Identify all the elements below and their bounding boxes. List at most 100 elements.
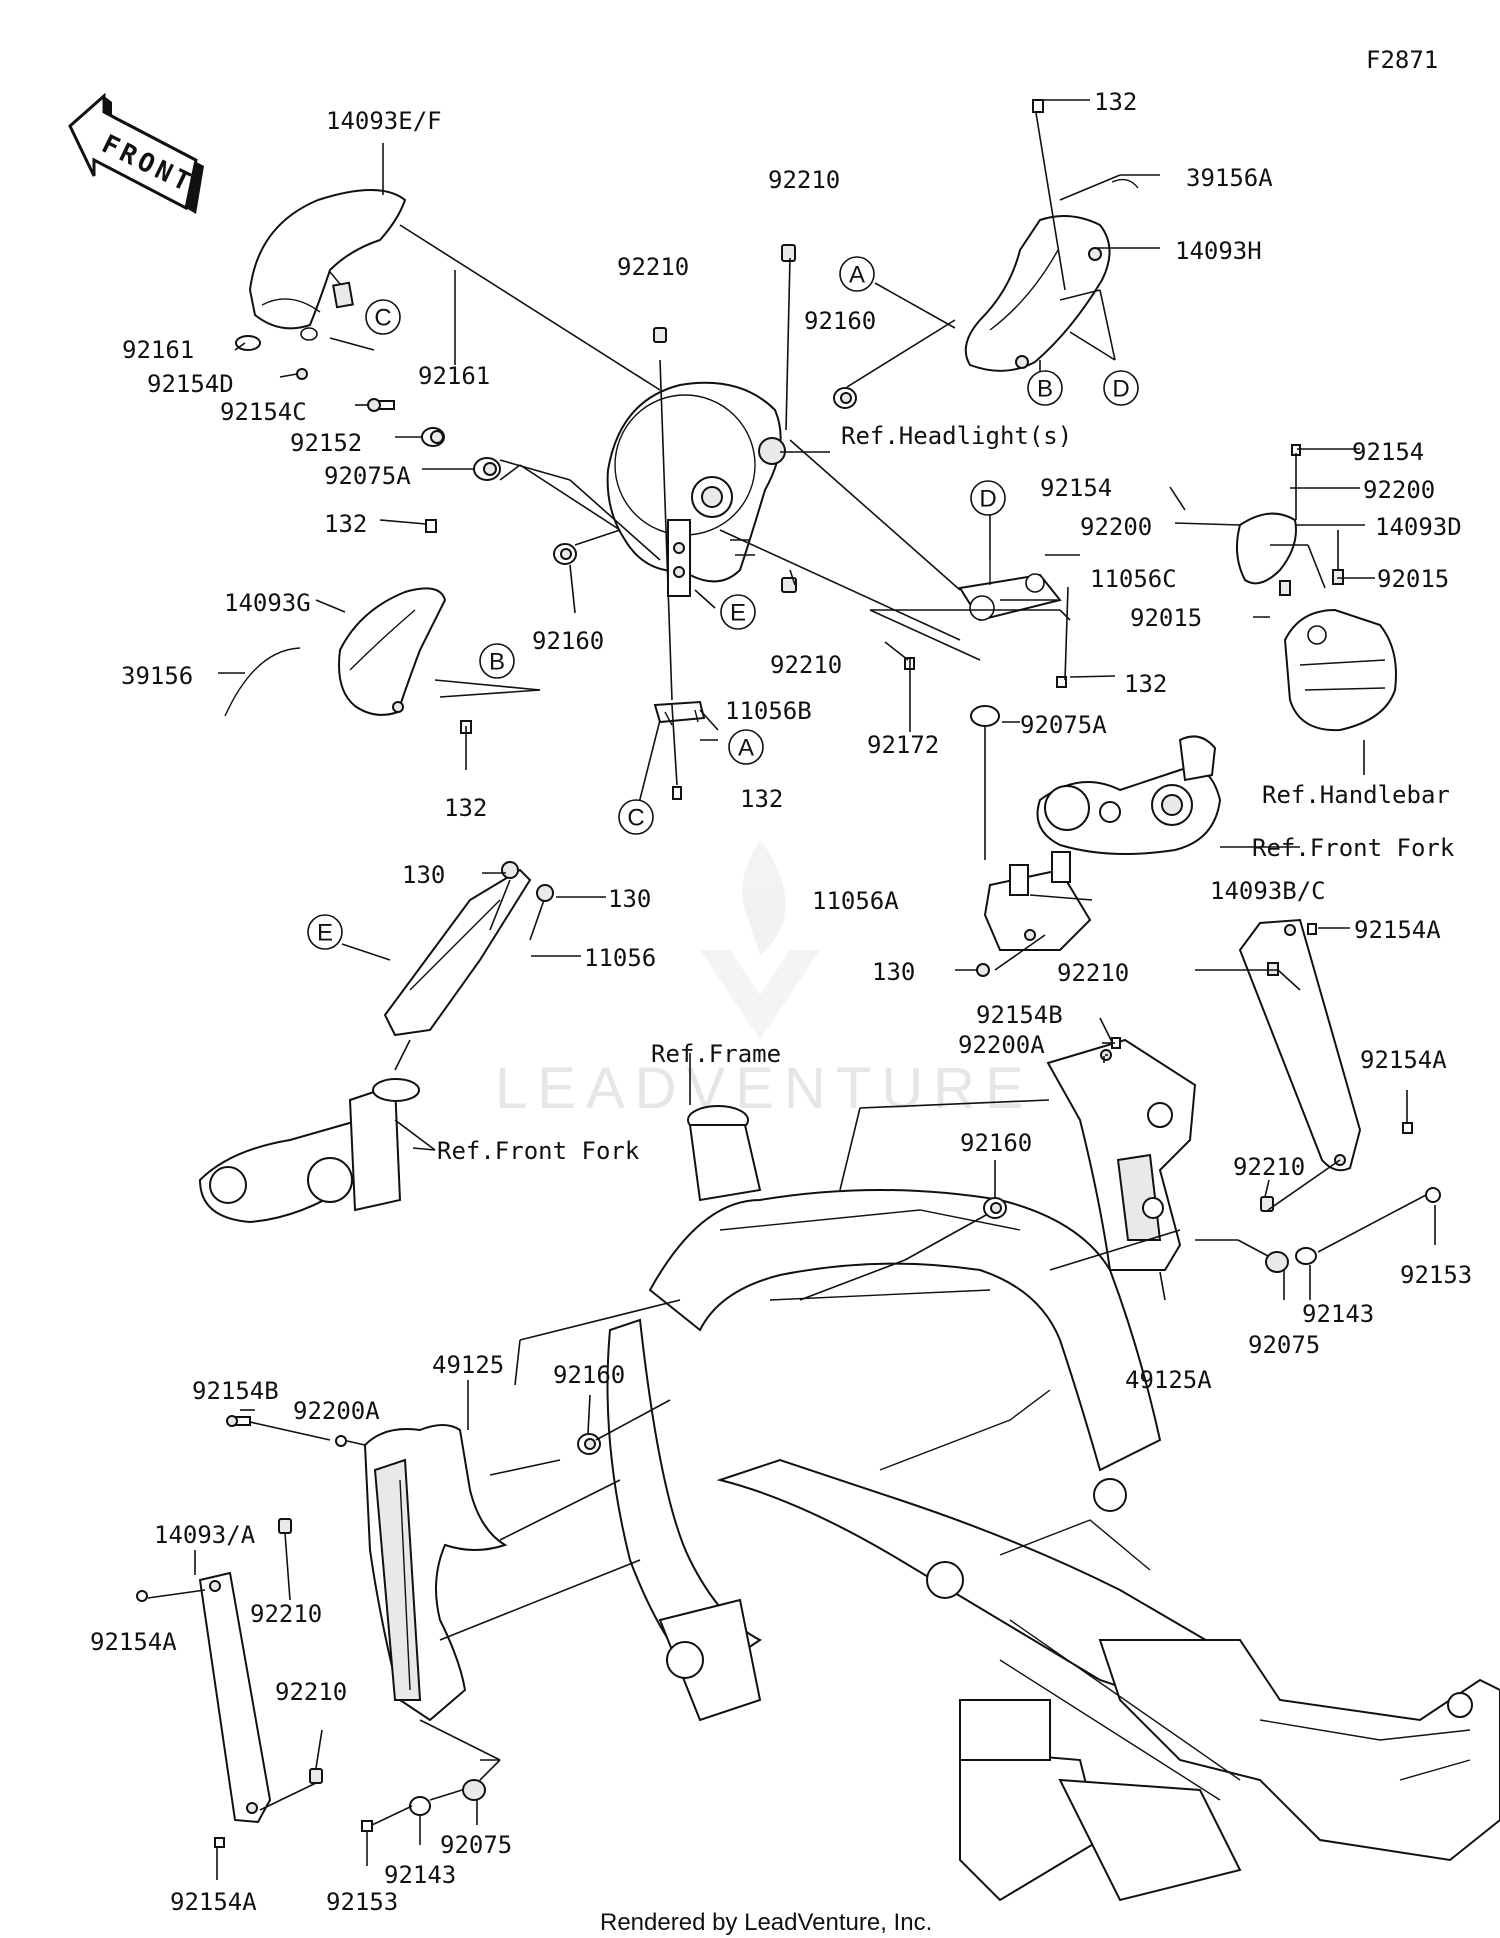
label-132-d: 132 <box>1124 670 1167 698</box>
label-92161-b: 92161 <box>418 362 490 390</box>
label-92160-l2: 92160 <box>553 1361 625 1389</box>
label-14093a: 14093/A <box>154 1521 256 1549</box>
leader-lines <box>147 99 1436 1880</box>
label-92154c: 92154C <box>220 398 307 426</box>
svg-text:B: B <box>1037 376 1053 403</box>
label-11056c: 11056C <box>1090 565 1177 593</box>
grommet-92160-top <box>833 387 857 409</box>
callout-e-upper: E <box>720 594 756 630</box>
label-ref-front-fork-left: Ref.Front Fork <box>437 1137 640 1165</box>
label-92154d: 92154D <box>147 370 234 398</box>
grommet-92075-right <box>1265 1251 1289 1273</box>
label-39156: 39156 <box>121 662 193 690</box>
label-92154a-r: 92154A <box>1360 1046 1447 1074</box>
mount-11056a <box>983 851 1092 951</box>
label-92210-l: 92210 <box>250 1600 322 1628</box>
cover-49125 <box>363 1424 508 1722</box>
cover-49125a <box>1046 1038 1197 1271</box>
svg-text:E: E <box>317 920 333 947</box>
watermark-logo <box>700 840 820 1040</box>
cover-14093bc <box>1238 918 1362 1172</box>
label-92143-r: 92143 <box>1302 1300 1374 1328</box>
label-11056b: 11056B <box>725 697 812 725</box>
label-92210-r: 92210 <box>1057 959 1129 987</box>
label-92154b-l: 92154B <box>192 1377 279 1405</box>
grommet-92160-right <box>983 1197 1007 1219</box>
main-frame <box>606 1105 1500 1902</box>
figure-code: F2871 <box>1366 46 1438 74</box>
label-14093ef: 14093E/F <box>326 107 442 135</box>
cover-14093g <box>224 587 447 717</box>
callout-e-lower: E <box>307 914 343 950</box>
label-92154-r: 92154 <box>1352 438 1424 466</box>
label-92210-mid: 92210 <box>768 166 840 194</box>
svg-text:A: A <box>849 262 865 289</box>
bracket-11056 <box>383 868 532 1037</box>
callout-b-left: B <box>479 643 515 679</box>
cover-14093d <box>1235 512 1297 585</box>
bracket-11056c <box>958 560 1062 622</box>
label-92160-r: 92160 <box>960 1129 1032 1157</box>
cover-14093a <box>198 1571 272 1824</box>
label-92153-r: 92153 <box>1400 1261 1472 1289</box>
svg-text:C: C <box>374 305 391 332</box>
bracket-11056b <box>653 700 706 726</box>
svg-text:C: C <box>627 805 644 832</box>
callout-a-lower: A <box>728 729 764 765</box>
label-92153-l: 92153 <box>326 1888 398 1916</box>
label-92160-mid: 92160 <box>804 307 876 335</box>
label-92143-l: 92143 <box>384 1861 456 1889</box>
svg-text:A: A <box>738 735 754 762</box>
footer-credit: Rendered by LeadVenture, Inc. <box>600 1909 932 1936</box>
label-92015-b: 92015 <box>1130 604 1202 632</box>
label-92154a-l2: 92154A <box>170 1888 257 1916</box>
label-92200-r2: 92200 <box>1080 513 1152 541</box>
callout-d-upper: D <box>1103 370 1139 406</box>
label-132-c: 132 <box>740 785 783 813</box>
label-92200a-l: 92200A <box>293 1397 380 1425</box>
label-14093bc: 14093B/C <box>1210 877 1326 905</box>
callout-c-lower: C <box>618 799 654 835</box>
label-132-g: 132 <box>324 510 367 538</box>
collar-92152 <box>421 427 445 447</box>
part-labels: 14093E/F 92161 92154D 92161 92154C 92152… <box>90 88 1472 1916</box>
label-14093h: 14093H <box>1175 237 1262 265</box>
label-92200-r: 92200 <box>1363 476 1435 504</box>
callout-c-upper: C <box>365 299 401 335</box>
fork-bracket-upper-right <box>1036 735 1222 855</box>
label-132-top: 132 <box>1094 88 1137 116</box>
label-11056: 11056 <box>584 944 656 972</box>
grommet-92075-left <box>462 1779 486 1801</box>
label-92015-a: 92015 <box>1377 565 1449 593</box>
callout-b-upper: B <box>1027 370 1063 406</box>
label-92154b-r: 92154B <box>976 1001 1063 1029</box>
svg-text:D: D <box>979 486 996 513</box>
label-49125: 49125 <box>432 1351 504 1379</box>
label-ref-headlight: Ref.Headlight(s) <box>841 422 1072 450</box>
label-92154a-l: 92154A <box>90 1628 177 1656</box>
bolt-92154c <box>367 398 395 412</box>
watermark-text: LEADVENTURE <box>495 1056 1034 1121</box>
label-ref-front-fork-right: Ref.Front Fork <box>1252 834 1455 862</box>
svg-text:B: B <box>489 649 505 676</box>
headlight-assembly <box>606 381 786 597</box>
grommet-92160-left-lower <box>577 1433 601 1455</box>
label-130-b: 130 <box>608 885 651 913</box>
label-132-b: 132 <box>444 794 487 822</box>
label-130-c: 130 <box>872 958 915 986</box>
label-92154a-top: 92154A <box>1354 916 1441 944</box>
label-ref-handlebar: Ref.Handlebar <box>1262 781 1450 809</box>
cover-14093ef <box>248 189 407 341</box>
fork-bracket-lower-left <box>198 1078 420 1224</box>
label-39156a: 39156A <box>1186 164 1273 192</box>
label-92200a-r: 92200A <box>958 1031 1045 1059</box>
label-92172: 92172 <box>867 731 939 759</box>
label-14093d: 14093D <box>1375 513 1462 541</box>
svg-text:E: E <box>730 600 746 627</box>
label-92160-left: 92160 <box>532 627 604 655</box>
label-92075-l: 92075 <box>440 1831 512 1859</box>
label-92075-r: 92075 <box>1248 1331 1320 1359</box>
label-92161-a: 92161 <box>122 336 194 364</box>
cover-14093h <box>964 178 1139 372</box>
